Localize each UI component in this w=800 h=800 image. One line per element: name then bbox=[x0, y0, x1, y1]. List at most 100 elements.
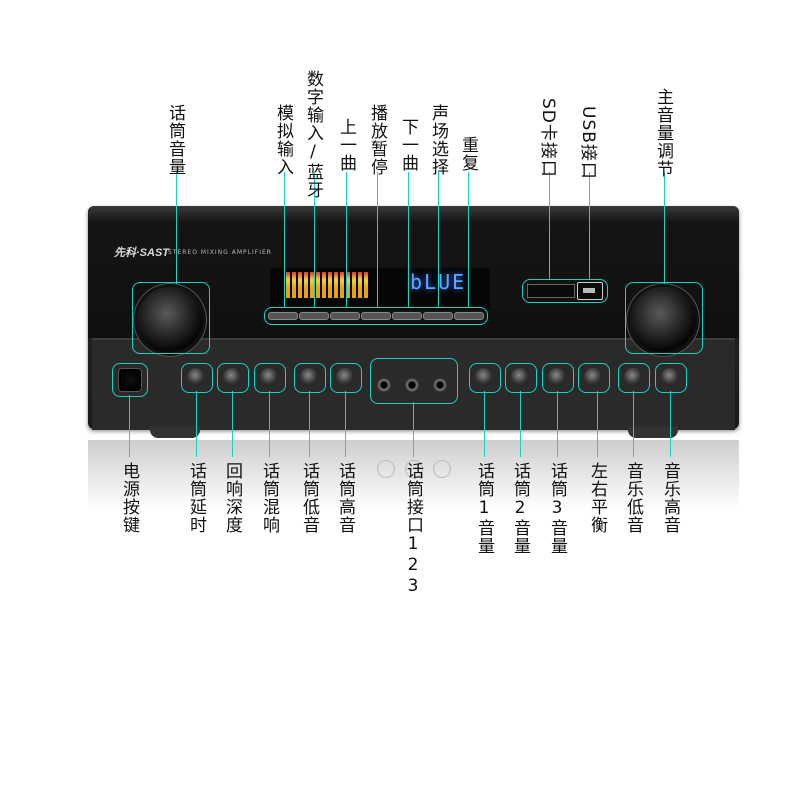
vu-bar bbox=[310, 272, 314, 298]
mic3-jack[interactable] bbox=[433, 378, 447, 392]
knob-highlight bbox=[542, 363, 574, 393]
vu-bar bbox=[358, 272, 362, 298]
brand-logo: 先科·SAST bbox=[114, 247, 169, 259]
mic-delay-knob[interactable] bbox=[187, 368, 205, 386]
leader-line bbox=[346, 172, 347, 308]
prev-track-button[interactable] bbox=[330, 312, 360, 320]
label-mic-bass: 话筒低音 bbox=[299, 462, 319, 534]
label-mic1-volume: 话筒1音量 bbox=[474, 462, 494, 555]
vu-bar bbox=[286, 272, 290, 298]
leader-line bbox=[557, 391, 558, 457]
label-balance: 左右平衡 bbox=[587, 462, 607, 534]
mic-volume-knob[interactable] bbox=[137, 287, 203, 353]
vu-bar bbox=[292, 272, 296, 298]
leader-line bbox=[589, 172, 590, 280]
leader-line bbox=[129, 395, 130, 457]
leader-line bbox=[549, 172, 550, 280]
digital-bluetooth-button[interactable] bbox=[299, 312, 329, 320]
vu-bar bbox=[316, 272, 320, 298]
echo-depth-knob[interactable] bbox=[223, 368, 241, 386]
knob-highlight bbox=[505, 363, 537, 393]
label-usb-port: USB接口 bbox=[578, 106, 598, 180]
display-readout: bLUE bbox=[410, 270, 467, 294]
power-button[interactable] bbox=[118, 368, 142, 392]
mic-treble-knob[interactable] bbox=[336, 368, 354, 386]
balance-knob[interactable] bbox=[584, 368, 602, 386]
leader-line bbox=[484, 391, 485, 457]
label-power-button: 电源按键 bbox=[119, 462, 139, 534]
label-mic-jacks: 话筒接口123 bbox=[403, 462, 423, 597]
leader-line bbox=[176, 172, 177, 284]
leader-line bbox=[232, 391, 233, 457]
master-volume-knob[interactable] bbox=[630, 287, 696, 353]
label-mic2-volume: 话筒2音量 bbox=[510, 462, 530, 555]
label-music-bass: 音乐低音 bbox=[623, 462, 643, 534]
next-track-button[interactable] bbox=[392, 312, 422, 320]
knob-highlight bbox=[294, 363, 326, 393]
mic-jacks-highlight bbox=[370, 358, 458, 404]
mic-reverb-knob[interactable] bbox=[260, 368, 278, 386]
leader-line bbox=[309, 391, 310, 457]
knob-highlight bbox=[618, 363, 650, 393]
label-next-track: 下一曲 bbox=[398, 118, 418, 172]
play-pause-button[interactable] bbox=[361, 312, 391, 320]
leader-line bbox=[597, 391, 598, 457]
music-treble-knob[interactable] bbox=[661, 368, 679, 386]
leader-line bbox=[314, 172, 315, 308]
mic2-volume-knob[interactable] bbox=[511, 368, 529, 386]
analog-input-button[interactable] bbox=[268, 312, 298, 320]
leader-line bbox=[269, 391, 270, 457]
knob-highlight bbox=[254, 363, 286, 393]
vu-bar bbox=[328, 272, 332, 298]
music-bass-knob[interactable] bbox=[624, 368, 642, 386]
sound-field-button[interactable] bbox=[423, 312, 453, 320]
leader-line bbox=[413, 402, 414, 457]
label-master-volume: 主音量调节 bbox=[653, 88, 673, 178]
label-prev-track: 上一曲 bbox=[336, 118, 356, 172]
power-highlight bbox=[112, 363, 148, 397]
mic1-volume-knob[interactable] bbox=[475, 368, 493, 386]
leader-line bbox=[468, 172, 469, 308]
label-music-treble: 音乐高音 bbox=[660, 462, 680, 534]
master-volume-highlight bbox=[625, 282, 703, 354]
leader-line bbox=[633, 391, 634, 457]
leader-line bbox=[377, 172, 378, 308]
vu-bar bbox=[340, 272, 344, 298]
label-analog-input: 模拟输入 bbox=[273, 104, 293, 176]
vu-bar bbox=[346, 272, 350, 298]
vu-bar bbox=[352, 272, 356, 298]
leader-line bbox=[196, 391, 197, 457]
label-play-pause: 播放暂停 bbox=[367, 104, 387, 176]
usb-port[interactable] bbox=[577, 282, 603, 300]
label-sd-port: SD卡接口 bbox=[538, 98, 558, 178]
leader-line bbox=[520, 391, 521, 457]
vu-bar bbox=[322, 272, 326, 298]
vu-bar bbox=[334, 272, 338, 298]
mic2-jack[interactable] bbox=[405, 378, 419, 392]
ports-highlight bbox=[522, 279, 608, 303]
repeat-button[interactable] bbox=[454, 312, 484, 320]
knob-highlight bbox=[469, 363, 501, 393]
knob-highlight bbox=[217, 363, 249, 393]
vu-bar bbox=[364, 272, 368, 298]
label-sound-field: 声场选择 bbox=[428, 104, 448, 176]
leader-line bbox=[284, 172, 285, 308]
right-foot bbox=[628, 426, 678, 438]
reflection-ring bbox=[405, 460, 423, 478]
knob-highlight bbox=[181, 363, 213, 393]
label-repeat: 重复 bbox=[458, 136, 478, 172]
mic-bass-knob[interactable] bbox=[300, 368, 318, 386]
knob-highlight bbox=[655, 363, 687, 393]
vu-bar bbox=[298, 272, 302, 298]
mic1-jack[interactable] bbox=[377, 378, 391, 392]
knob-highlight bbox=[578, 363, 610, 393]
knob-highlight bbox=[330, 363, 362, 393]
sd-card-slot[interactable] bbox=[527, 284, 575, 298]
mic3-volume-knob[interactable] bbox=[548, 368, 566, 386]
leader-line bbox=[408, 172, 409, 308]
label-mic-delay: 话筒延时 bbox=[186, 462, 206, 534]
label-mic-volume: 话筒音量 bbox=[165, 104, 185, 176]
mic-volume-highlight bbox=[132, 282, 210, 354]
reflection-ring bbox=[433, 460, 451, 478]
